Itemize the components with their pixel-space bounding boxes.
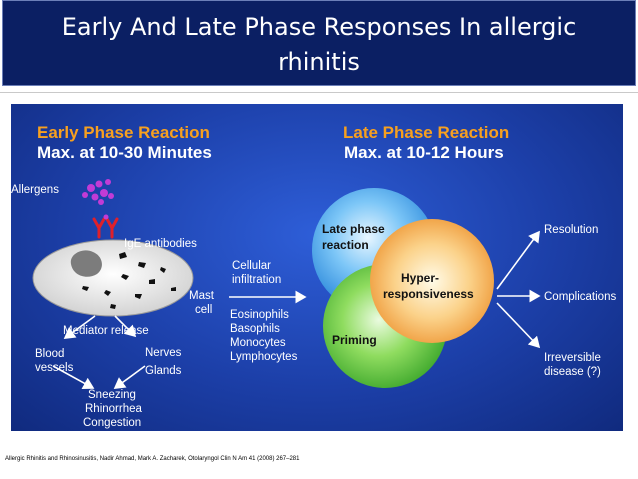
slide-title-line2: rhinitis (278, 48, 360, 76)
glands-label: Glands (145, 365, 182, 377)
slide-title: Early And Late Phase Responses In allerg… (3, 10, 635, 80)
early-phase-arrows (52, 315, 146, 389)
sneezing-label: Sneezing (88, 389, 136, 401)
source-citation: Allergic Rhinitis and Rhinosinusitis, Na… (5, 456, 300, 462)
cell-type-lymphocytes: Lymphocytes (230, 351, 298, 363)
blood-vessels-label-2: vessels (35, 362, 74, 374)
early-phase-timing: Max. at 10-30 Minutes (37, 143, 212, 162)
late-phase-heading: Late Phase Reaction (343, 123, 510, 142)
mast-cell-label-2: cell (195, 304, 213, 316)
outcome-complications: Complications (544, 291, 617, 303)
hyperresponsiveness-label-1: Hyper- (401, 271, 440, 285)
allergens-label: Allergens (11, 184, 59, 196)
separator-line (0, 92, 638, 93)
mast-cell-granules (82, 252, 176, 309)
ige-antibodies-label: IgE antibodies (124, 238, 197, 250)
diagram-figure: Early Phase Reaction Max. at 10-30 Minut… (11, 104, 623, 431)
mast-cell-nucleus (70, 250, 102, 277)
mast-cell-label-1: Mast (189, 290, 214, 302)
cell-type-eosinophils: Eosinophils (230, 309, 289, 321)
cellular-infiltration-label-2: infiltration (232, 274, 282, 286)
congestion-label: Congestion (83, 417, 142, 429)
mediator-release-label: Mediator release (63, 325, 149, 337)
bound-allergen (103, 214, 109, 220)
outcome-irreversible-2: disease (?) (544, 366, 601, 378)
cell-type-basophils: Basophils (230, 323, 280, 335)
early-phase-heading: Early Phase Reaction (37, 123, 210, 142)
late-phase-reaction-label-1: Late phase (322, 222, 385, 236)
late-phase-reaction-label-2: reaction (322, 238, 369, 252)
outcome-resolution: Resolution (544, 224, 599, 236)
cell-type-monocytes: Monocytes (230, 337, 286, 349)
rhinorrhea-label: Rhinorrhea (85, 403, 142, 415)
outcome-arrows (496, 230, 541, 349)
hyperresponsiveness-circle (370, 219, 494, 343)
priming-label: Priming (332, 333, 377, 347)
blood-vessels-label-1: Blood (35, 348, 65, 360)
title-bar: Early And Late Phase Responses In allerg… (2, 0, 636, 86)
allergen-particles (82, 179, 114, 205)
slide-title-line1: Early And Late Phase Responses In allerg… (61, 13, 577, 41)
cellular-infiltration-label-1: Cellular (232, 260, 271, 272)
diagram-graphics (32, 179, 541, 389)
hyperresponsiveness-label-2: responsiveness (383, 287, 474, 301)
late-phase-timing: Max. at 10-12 Hours (344, 143, 504, 162)
outcome-irreversible-1: Irreversible (544, 352, 601, 364)
ige-antibody-icon (92, 217, 119, 239)
nerves-label: Nerves (145, 347, 182, 359)
